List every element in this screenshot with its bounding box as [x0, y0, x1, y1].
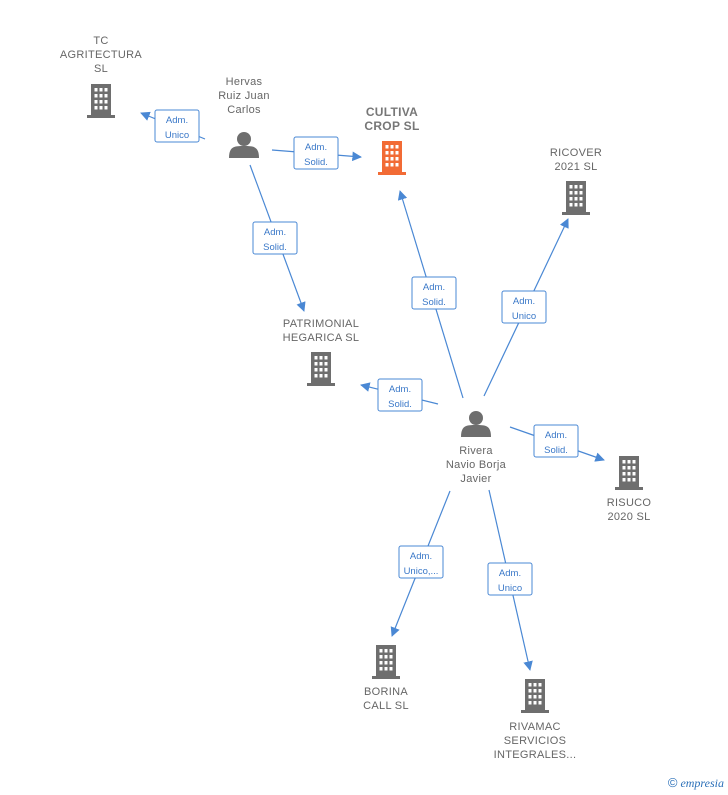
node-label: CROP SL [364, 119, 419, 133]
node-label: BORINA [364, 686, 408, 698]
node-label: SL [94, 63, 108, 75]
node-ricover[interactable]: RICOVER 2021 SL [550, 147, 602, 215]
node-label: RICOVER [550, 147, 602, 159]
edge-rivera-cultiva: Adm. Solid. [397, 190, 464, 399]
building-icon [562, 181, 590, 215]
empresia-watermark: ©empresia [668, 775, 724, 791]
node-label: Rivera [459, 445, 493, 457]
edge-label-text: Adm. [389, 384, 411, 395]
edge-rivera-rivamac: Adm. Unico [487, 489, 533, 671]
building-icon [87, 84, 115, 118]
edge-label-text: Unico [165, 130, 189, 141]
node-label: CALL SL [363, 700, 409, 712]
edge-label-text: Adm. [545, 430, 567, 441]
edge-hervas-cultiva: Adm. Solid. [271, 136, 362, 170]
building-icon [307, 352, 335, 386]
edge-label-text: Adm. [410, 551, 432, 562]
node-label: INTEGRALES... [494, 749, 577, 761]
building-icon [378, 141, 406, 175]
person-icon [229, 132, 259, 158]
copyright-symbol: © [667, 775, 678, 790]
edge-label-text: Solid. [388, 399, 412, 410]
node-label: SERVICIOS [504, 735, 566, 747]
edge-label-box [487, 562, 533, 596]
edge-label-text: Adm. [166, 115, 188, 126]
node-patrimonial[interactable]: PATRIMONIAL HEGARICA SL [283, 318, 360, 386]
edge-label-text: Adm. [513, 296, 535, 307]
node-label: Javier [460, 473, 491, 485]
node-label: CULTIVA [366, 105, 418, 119]
edge-label-text: Adm. [423, 282, 445, 293]
node-label: Navio Borja [446, 459, 507, 471]
edge-label-box [398, 545, 444, 579]
node-label: PATRIMONIAL [283, 318, 359, 330]
edges-layer: Adm.UnicoAdm.Solid.Adm.Solid.Adm.Solid.A… [140, 109, 605, 671]
edge-rivera-ricover: Adm. Unico [483, 218, 569, 397]
edge-label-text: Adm. [305, 142, 327, 153]
node-label: Ruiz Juan [218, 90, 270, 102]
edge-label-text: Solid. [304, 157, 328, 168]
node-label: Carlos [227, 104, 261, 116]
edge-hervas-patrimonial: Adm. Solid. [249, 164, 306, 312]
edge-rivera-borina: Adm. Unico,... [390, 490, 451, 637]
building-icon [615, 456, 643, 490]
edge-label-text: Unico,... [404, 566, 439, 577]
node-rivamac[interactable]: RIVAMAC SERVICIOS INTEGRALES... [494, 679, 577, 761]
person-icon [461, 411, 491, 437]
node-borina[interactable]: BORINA CALL SL [363, 645, 409, 712]
node-label: RIVAMAC [509, 721, 560, 733]
edge-hervas-tc: Adm. Unico [140, 109, 206, 143]
edge-label-box [377, 378, 423, 412]
edge-label-text: Adm. [499, 568, 521, 579]
brand-initial: e [680, 776, 686, 790]
building-icon [372, 645, 400, 679]
edge-label-text: Solid. [422, 297, 446, 308]
edge-label-box [154, 109, 200, 143]
edge-label-text: Solid. [544, 445, 568, 456]
node-label: 2021 SL [554, 161, 597, 173]
node-label: HEGARICA SL [283, 332, 360, 344]
node-label: 2020 SL [607, 511, 650, 523]
edge-rivera-patrimonial: Adm. Solid. [360, 378, 439, 412]
edge-label-box [533, 424, 579, 458]
brand-name: mpresia [685, 776, 724, 790]
node-tc[interactable]: TC AGRITECTURA SL [60, 35, 142, 118]
edge-label-text: Adm. [264, 227, 286, 238]
node-risuco[interactable]: RISUCO 2020 SL [607, 456, 652, 523]
node-label: TC [93, 35, 108, 47]
edge-label-text: Unico [512, 311, 536, 322]
building-icon [521, 679, 549, 713]
edge-label-text: Solid. [263, 242, 287, 253]
edge-label-box [252, 221, 298, 255]
edge-label-box [293, 136, 339, 170]
edge-label-text: Unico [498, 583, 522, 594]
node-label: RISUCO [607, 497, 652, 509]
edge-label-box [501, 290, 547, 324]
node-label: AGRITECTURA [60, 49, 142, 61]
node-label: Hervas [226, 76, 263, 88]
edge-rivera-risuco: Adm. Solid. [509, 424, 605, 462]
edge-label-box [411, 276, 457, 310]
